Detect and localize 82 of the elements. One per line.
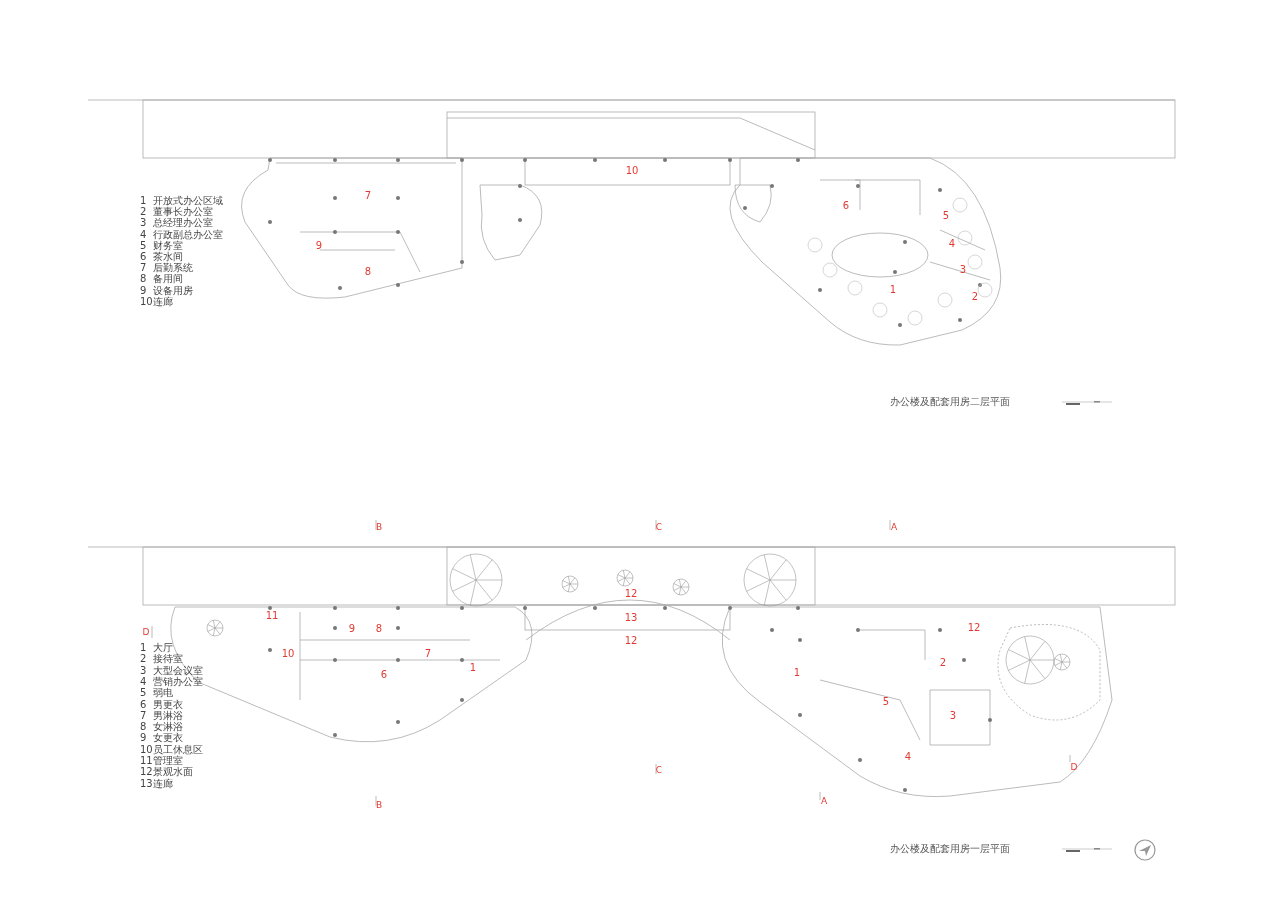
room-number: 1 bbox=[889, 285, 897, 295]
legend-text: 员工休息区 bbox=[153, 744, 203, 755]
plan-title: 办公楼及配套用房二层平面 bbox=[890, 397, 1010, 407]
legend-number: 6 bbox=[140, 699, 147, 710]
legend-text: 连廊 bbox=[153, 778, 173, 789]
room-number: 4 bbox=[904, 752, 912, 762]
legend-number: 13 bbox=[140, 778, 153, 789]
legend-text: 开放式办公区域 bbox=[153, 196, 223, 206]
room-number: 8 bbox=[364, 267, 372, 277]
legend-text: 女更衣 bbox=[153, 733, 183, 744]
legend-text: 大厅 bbox=[153, 643, 173, 653]
room-number: 1 bbox=[469, 663, 477, 673]
legend-number: 9 bbox=[140, 733, 147, 744]
legend-text: 董事长办公室 bbox=[153, 207, 213, 218]
legend-number: 5 bbox=[140, 240, 147, 251]
section-marker: B bbox=[375, 522, 383, 532]
section-marker: A bbox=[820, 796, 828, 806]
legend-number: 12 bbox=[140, 767, 153, 778]
legend-number: 9 bbox=[140, 285, 147, 296]
room-number: 5 bbox=[942, 211, 950, 221]
section-marker: C bbox=[655, 765, 663, 775]
legend-text: 后勤系统 bbox=[153, 263, 193, 274]
room-number: 12 bbox=[967, 623, 981, 633]
legend-text: 接待室 bbox=[153, 654, 183, 665]
legend-text: 女淋浴 bbox=[153, 722, 183, 733]
legend-number: 8 bbox=[140, 274, 147, 285]
room-number: 5 bbox=[882, 697, 890, 707]
legend-text: 景观水面 bbox=[153, 767, 193, 778]
legend-number: 10 bbox=[140, 744, 153, 755]
legend-text: 管理室 bbox=[153, 756, 183, 766]
room-number: 12 bbox=[624, 636, 638, 646]
legend-number: 11 bbox=[140, 756, 153, 766]
section-marker: D bbox=[142, 627, 150, 637]
room-number: 12 bbox=[624, 589, 638, 599]
legend-text: 连廊 bbox=[153, 296, 173, 307]
room-number: 2 bbox=[939, 658, 947, 668]
legend-text: 总经理办公室 bbox=[153, 218, 213, 229]
legend-number: 4 bbox=[140, 676, 147, 687]
room-number: 9 bbox=[315, 241, 323, 251]
legend-text: 大型会议室 bbox=[153, 665, 203, 676]
legend-text: 财务室 bbox=[153, 240, 183, 251]
legend-number: 7 bbox=[140, 263, 147, 274]
legend-text: 茶水间 bbox=[153, 252, 183, 262]
room-number: 10 bbox=[281, 649, 295, 659]
room-number: 10 bbox=[625, 166, 639, 176]
legend-number: 4 bbox=[140, 229, 147, 240]
legend-number: 2 bbox=[140, 207, 147, 218]
legend-text: 行政副总办公室 bbox=[153, 229, 223, 240]
legend-number: 5 bbox=[140, 688, 147, 699]
room-number: 11 bbox=[265, 611, 279, 621]
room-number: 9 bbox=[348, 624, 356, 634]
section-marker: D bbox=[1070, 762, 1078, 772]
room-number: 13 bbox=[624, 613, 638, 623]
legend-number: 3 bbox=[140, 218, 147, 229]
room-number: 4 bbox=[948, 239, 956, 249]
room-number: 6 bbox=[380, 670, 388, 680]
legend-number: 3 bbox=[140, 665, 147, 676]
legend-number: 1 bbox=[140, 643, 147, 653]
room-number: 7 bbox=[364, 191, 372, 201]
legend-number: 10 bbox=[140, 296, 153, 307]
legend-text: 男淋浴 bbox=[153, 710, 183, 721]
room-number: 2 bbox=[971, 292, 979, 302]
legend-text: 弱电 bbox=[153, 688, 173, 699]
plan-title: 办公楼及配套用房一层平面 bbox=[890, 844, 1010, 854]
section-marker: A bbox=[890, 522, 898, 532]
legend-number: 1 bbox=[140, 196, 147, 206]
room-number: 3 bbox=[959, 265, 967, 275]
room-number: 6 bbox=[842, 201, 850, 211]
section-marker: C bbox=[655, 522, 663, 532]
room-number: 8 bbox=[375, 624, 383, 634]
room-number: 1 bbox=[793, 668, 801, 678]
legend-text: 设备用房 bbox=[153, 285, 193, 296]
room-number: 7 bbox=[424, 649, 432, 659]
legend-text: 营销办公室 bbox=[153, 676, 203, 687]
legend-number: 7 bbox=[140, 710, 147, 721]
legend-text: 备用间 bbox=[153, 274, 183, 285]
legend-number: 8 bbox=[140, 722, 147, 733]
legend-number: 2 bbox=[140, 654, 147, 665]
room-number: 3 bbox=[949, 711, 957, 721]
legend-number: 6 bbox=[140, 252, 147, 262]
legend-text: 男更衣 bbox=[153, 699, 183, 710]
section-marker: B bbox=[375, 800, 383, 810]
